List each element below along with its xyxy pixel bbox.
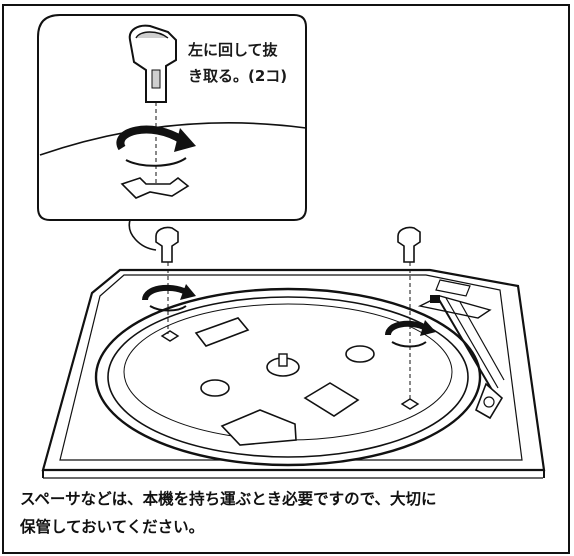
turntable-icon [94, 287, 482, 467]
storage-note-line-1: スペーサなどは、本機を持ち運ぶとき必要ですので、大切に [20, 490, 437, 508]
tonearm-icon [417, 279, 505, 420]
storage-note-line-2: 保管しておいてください。 [20, 518, 205, 536]
callout-text-line-1: 左に回して抜 [188, 41, 278, 59]
callout-text-line-2: き取る。(2コ) [188, 67, 288, 85]
outer-frame [2, 4, 570, 554]
rotate-left-arrow-icon [385, 320, 436, 348]
rotate-left-arrow-icon [142, 284, 196, 312]
spacer-icon [397, 226, 421, 402]
callout-bubble [37, 14, 307, 251]
spacer-icon [155, 226, 179, 334]
